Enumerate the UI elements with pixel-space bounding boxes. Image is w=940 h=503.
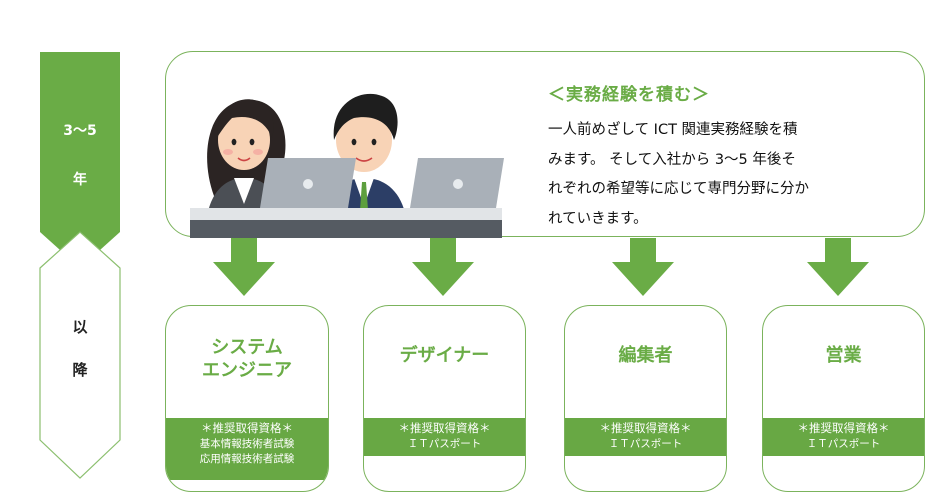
recommended-qualifications-band: ＊推奨取得資格＊ ＩＴパスポート [763,418,924,456]
recommended-qualifications-band: ＊推奨取得資格＊ 基本情報技術者試験 応用情報技術者試験 [166,418,328,480]
card-title: デザイナー [364,344,525,367]
card-title-line: 編集者 [618,345,673,366]
experience-line: れぞれの希望等に応じて専門分野に分か [548,181,809,197]
card-title: システム エンジニア [166,336,328,382]
career-card-designer: デザイナー ＊推奨取得資格＊ ＩＴパスポート [363,305,526,492]
office-workers-illustration [190,93,504,238]
qualification-heading: ＊推奨取得資格＊ [398,421,491,435]
experience-line: 一人前めざして ICT 関連実務経験を積 [548,122,798,138]
recommended-qualifications-band: ＊推奨取得資格＊ ＩＴパスポート [364,418,525,456]
card-title-line: システム [211,337,283,358]
recommended-qualifications-band: ＊推奨取得資格＊ ＩＴパスポート [565,418,726,456]
career-card-editor: 編集者 ＊推奨取得資格＊ ＩＴパスポート [564,305,727,492]
qualification-item: ＩＴパスポート [806,437,881,450]
career-card-sales: 営業 ＊推奨取得資格＊ ＩＴパスポート [762,305,925,492]
qualification-item: 応用情報技術者試験 [199,453,295,465]
timeline-after-char-1: 以 [72,318,88,336]
card-title-line: エンジニア [202,360,292,381]
qualification-heading: ＊推奨取得資格＊ [797,421,890,435]
timeline-years-number: 3〜5 [63,123,97,139]
experience-description: 一人前めざして ICT 関連実務経験を積 みます。 そして入社から 3〜5 年後… [548,116,868,234]
down-arrow-icon [807,238,869,296]
career-card-system-engineer: システム エンジニア ＊推奨取得資格＊ 基本情報技術者試験 応用情報技術者試験 [165,305,329,492]
timeline-years-unit: 年 [73,172,87,188]
timeline-after-char-2: 降 [72,361,88,379]
down-arrow-icon [213,238,275,296]
qualification-heading: ＊推奨取得資格＊ [201,421,293,435]
experience-title: ＜実務経験を積む＞ [548,85,710,105]
qualification-item: 基本情報技術者試験 [199,437,295,450]
down-arrow-icon [412,238,474,296]
qualification-item: ＩＴパスポート [407,437,482,450]
career-timeline: 3〜5 年 以 降 [0,0,160,503]
experience-line: みます。 そして入社から 3〜5 年後そ [548,151,796,168]
down-arrow-icon [612,238,674,296]
card-title-line: 営業 [825,345,862,366]
timeline-arrow-shape [39,52,121,479]
card-title: 編集者 [565,344,726,367]
card-title: 営業 [763,344,924,367]
experience-line: れていきます。 [548,210,648,227]
card-title-line: デザイナー [399,345,490,366]
qualification-item: ＩＴパスポート [608,437,683,450]
qualification-heading: ＊推奨取得資格＊ [599,421,692,435]
